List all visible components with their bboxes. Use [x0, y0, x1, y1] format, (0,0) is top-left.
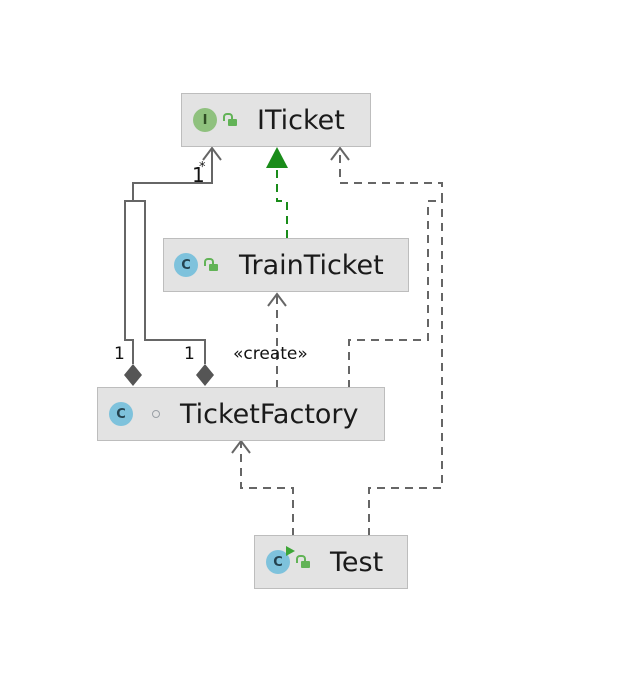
iticket-title: ITicket: [257, 104, 345, 136]
create-stereotype-label: «create»: [233, 344, 308, 364]
composition-diamond-right: [196, 364, 214, 386]
test-node[interactable]: C Test: [254, 535, 408, 589]
interface-icon-letter: I: [202, 112, 208, 128]
trainticket-node[interactable]: C TrainTicket: [163, 238, 409, 292]
multiplicity-label-right: 1: [184, 344, 195, 364]
multiplicity-label-top: 1: [192, 163, 205, 187]
composition-diamond-left: [124, 364, 142, 386]
unlocked-public-icon: [296, 554, 312, 570]
factory-iticket-dependency-edge[interactable]: [339, 148, 443, 388]
arrowhead-iticket-left: [202, 146, 222, 161]
realization-edge[interactable]: [276, 168, 288, 238]
class-icon: C: [174, 253, 198, 277]
unlocked-public-icon: [223, 112, 239, 128]
composition-edge-right[interactable]: [132, 148, 213, 201]
arrowhead-iticket-right: [330, 146, 350, 161]
runnable-class-icon: C: [266, 546, 295, 574]
arrowhead-ticketfactory: [231, 439, 251, 454]
composition-edge-left[interactable]: [124, 200, 206, 364]
class-icon-letter: C: [116, 406, 126, 422]
ticketfactory-title: TicketFactory: [180, 398, 359, 430]
class-icon: C: [109, 402, 133, 426]
test-factory-dependency-edge[interactable]: [240, 441, 294, 536]
arrowhead-trainticket: [267, 292, 287, 307]
class-icon-letter: C: [181, 257, 191, 273]
interface-icon: I: [193, 108, 217, 132]
trainticket-title: TrainTicket: [239, 249, 384, 281]
package-private-icon: [152, 410, 160, 418]
test-iticket-dependency-edge[interactable]: [368, 201, 443, 536]
class-icon-letter: C: [273, 554, 283, 570]
ticketfactory-node[interactable]: C TicketFactory: [97, 387, 385, 441]
realization-arrowhead: [266, 147, 288, 168]
iticket-node[interactable]: I ITicket: [181, 93, 371, 147]
unlocked-public-icon: [204, 257, 220, 273]
multiplicity-label-top-star: *: [199, 160, 206, 175]
multiplicity-label-left: 1: [114, 344, 125, 364]
test-title: Test: [330, 546, 384, 578]
